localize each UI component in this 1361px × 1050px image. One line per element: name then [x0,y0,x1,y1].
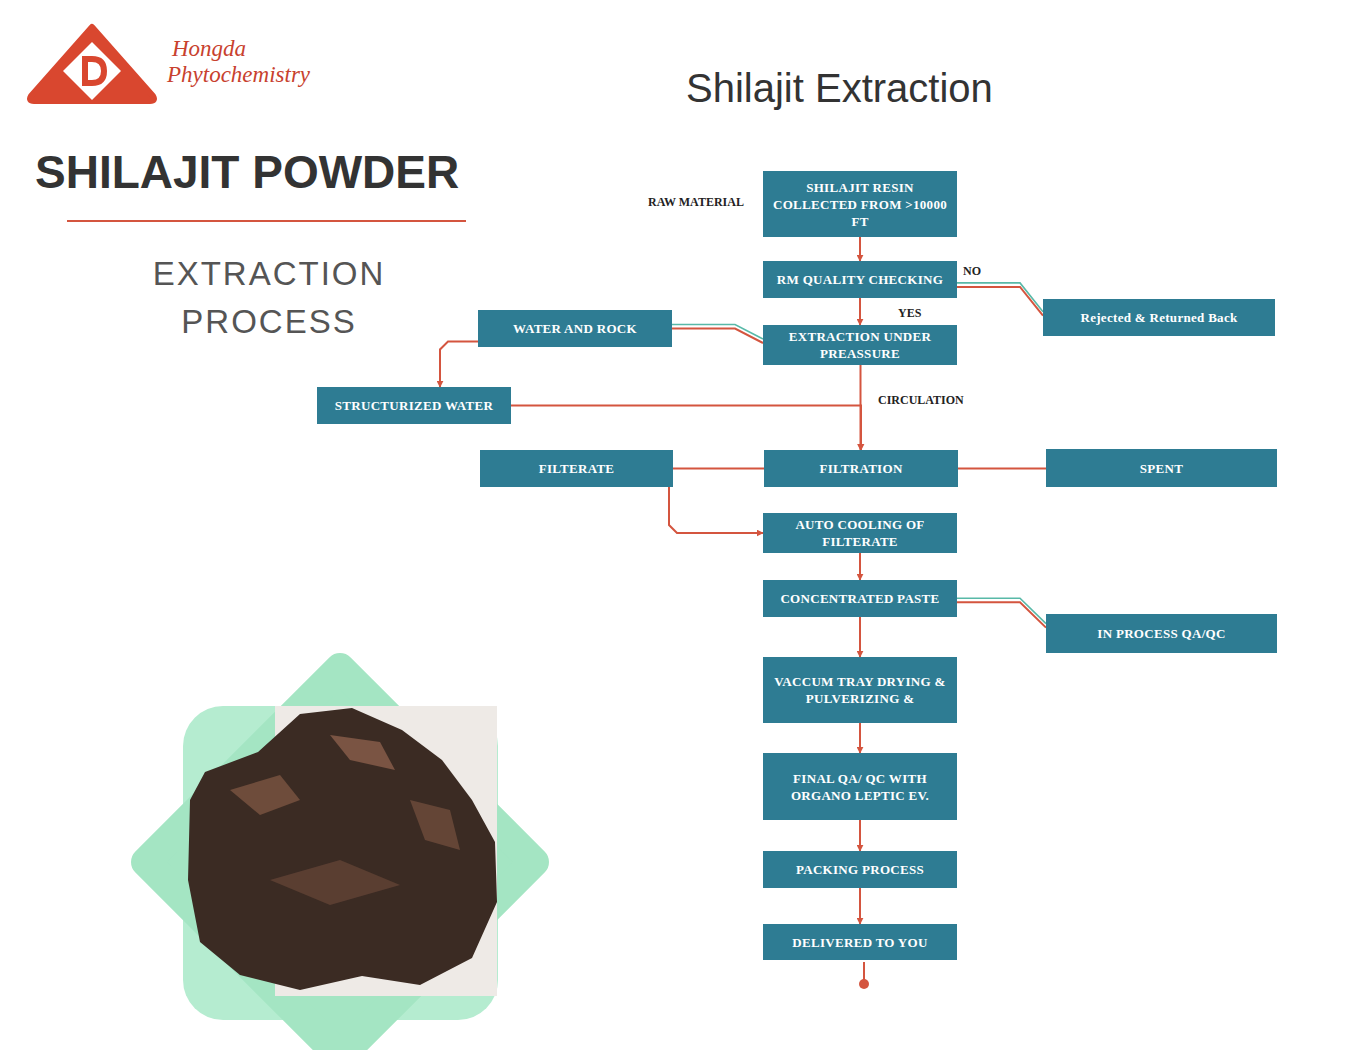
connector [860,723,861,753]
box-text: FILTRATION [819,460,902,477]
process-box: VACCUM TRAY DRYING & PULVERIZING & [763,657,957,723]
box-text: CONCENTRATED PASTE [780,590,939,607]
process-box: FILTRATION [764,450,958,487]
box-text: IN PROCESS QA/QC [1097,625,1225,642]
connector-line [672,329,763,344]
process-box: PACKING PROCESS [763,851,957,888]
logo-text: Phytochemistry [167,62,310,88]
connector [669,487,763,533]
process-box: IN PROCESS QA/QC [1046,614,1277,653]
box-text: STRUCTURIZED WATER [335,397,493,414]
process-box: EXTRACTION UNDER PREASSURE [763,325,957,365]
connector [673,468,764,469]
diagram-title: Shilajit Extraction [686,66,993,111]
connector-line [673,468,764,470]
process-box: SPENT [1046,449,1277,487]
box-text: Rejected & Returned Back [1080,309,1237,326]
process-box: CONCENTRATED PASTE [763,580,957,617]
process-box: FINAL QA/ QC WITH ORGANO LEPTIC EV. [763,753,957,820]
page-heading: SHILAJIT POWDER [35,145,459,199]
box-text: WATER AND ROCK [513,320,637,337]
process-box: SHILAJIT RESIN COLLECTED FROM >10000 FT [763,171,957,237]
connector-line [859,723,861,753]
box-text: EXTRACTION UNDER PREASSURE [769,328,951,362]
connector-line [958,468,1046,470]
connector [957,283,1043,316]
company-logo [30,27,154,101]
box-text: VACCUM TRAY DRYING & PULVERIZING & [769,673,951,707]
sub-heading: EXTRACTION PROCESS [129,250,409,346]
box-text: PACKING PROCESS [796,861,924,878]
process-box: FILTERATE [480,450,673,487]
connector [860,298,861,325]
end-terminal [859,962,869,989]
connector [860,237,861,261]
connector-line [859,820,861,851]
connector-line [859,553,861,580]
box-text: DELIVERED TO YOU [792,934,927,951]
connector-line [957,602,1046,627]
connector-line [859,298,861,325]
connector [860,617,861,657]
connector [958,468,1046,469]
edge-label: YES [896,306,923,321]
connector [860,820,861,851]
connector [957,598,1046,627]
connector-line [859,617,861,657]
edge-label: CIRCULATION [876,393,966,408]
process-box: WATER AND ROCK [478,310,672,347]
connector-line [859,888,861,924]
connector [511,406,861,451]
logo-text: Hongda [172,36,246,62]
connector-line [440,341,478,387]
connector-line [511,406,861,451]
connector [440,341,478,387]
connector [672,325,763,344]
connector-line [957,287,1043,316]
process-box: AUTO COOLING OF FILTERATE [763,513,957,553]
box-text: AUTO COOLING OF FILTERATE [769,516,951,550]
box-text: RM QUALITY CHECKING [777,271,943,288]
process-box: DELIVERED TO YOU [763,924,957,960]
connector [860,553,861,580]
process-box: STRUCTURIZED WATER [317,387,511,424]
connector [860,888,861,924]
box-text: SPENT [1140,460,1183,477]
connector-line [859,237,861,261]
connector-line [669,487,763,533]
box-text: FINAL QA/ QC WITH ORGANO LEPTIC EV. [769,770,951,804]
edge-label: NO [961,264,983,279]
heading-rule [67,220,466,222]
process-box: RM QUALITY CHECKING [763,261,957,298]
input-label: RAW MATERIAL [648,195,744,210]
box-text: SHILAJIT RESIN COLLECTED FROM >10000 FT [769,179,951,230]
box-text: FILTERATE [539,460,615,477]
product-photo [146,668,534,1050]
process-box: Rejected & Returned Back [1043,299,1275,336]
